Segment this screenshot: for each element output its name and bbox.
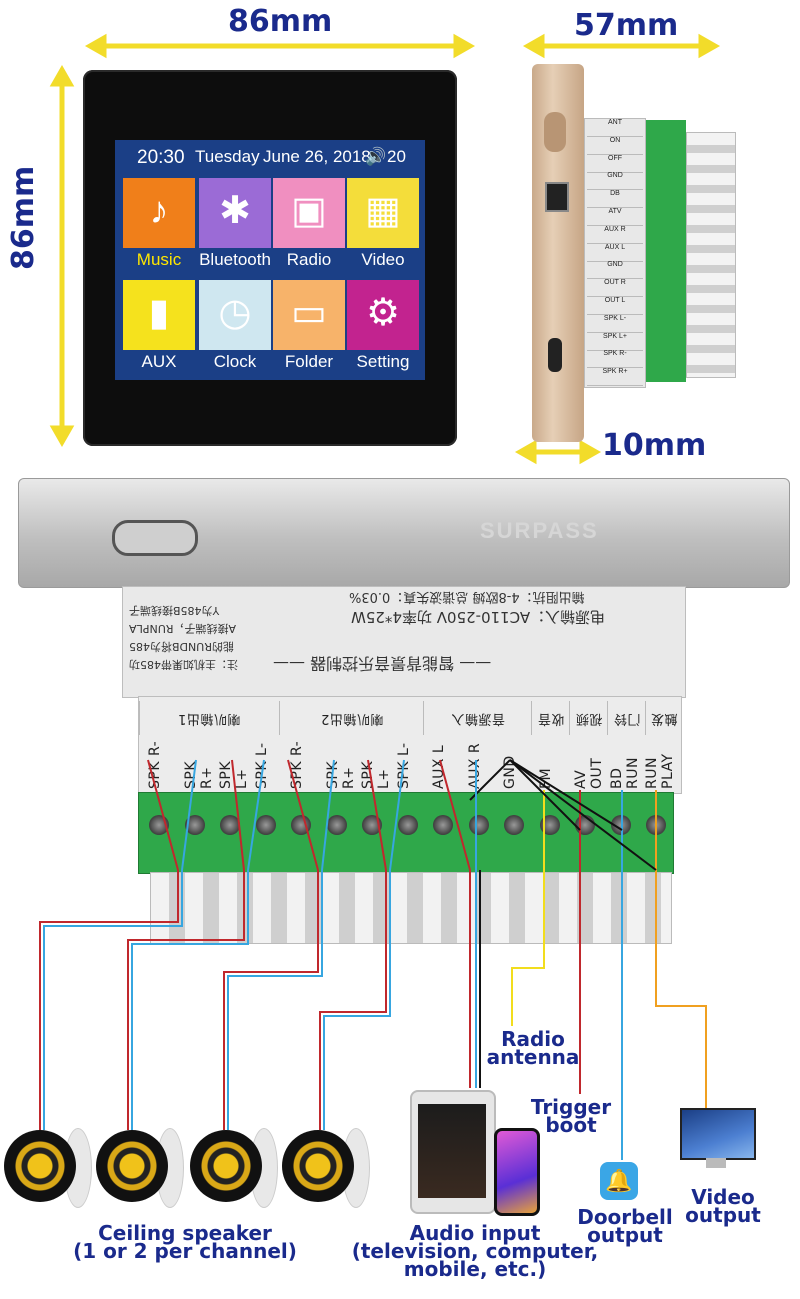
ceiling-speaker-icon <box>4 1130 76 1202</box>
side-terminal-label: SPK R+ <box>587 368 643 387</box>
side-terminal-label: GND <box>587 261 643 280</box>
side-terminal-label: OFF <box>587 155 643 173</box>
side-terminal-label: OUT L <box>587 297 643 315</box>
side-terminal-label: SPK R- <box>587 350 643 369</box>
side-fins <box>686 132 736 378</box>
bluetooth-icon: ✱ <box>219 190 251 232</box>
app-tile-4[interactable]: ▮ <box>123 280 195 350</box>
ceiling-speaker-icon <box>190 1130 262 1202</box>
app-tile-7[interactable]: ⚙ <box>347 280 419 350</box>
clock-icon: ◷ <box>218 292 252 334</box>
phone-icon <box>494 1128 540 1216</box>
ceiling-speaker-icon <box>96 1130 168 1202</box>
film-icon: ▦ <box>365 190 401 232</box>
app-tile-label: AUX <box>141 352 177 371</box>
side-terminal-label: AUX R <box>587 226 643 244</box>
app-tile-label: Video <box>361 250 405 269</box>
terminal-screw <box>184 815 205 835</box>
depth-dimension-label: 57mm <box>574 8 679 43</box>
app-tile-0[interactable]: ♪ <box>123 178 195 248</box>
monitor-stand <box>706 1158 726 1168</box>
terminal-screw <box>504 815 524 835</box>
music-note-icon: ♪ <box>149 190 169 232</box>
width-dimension-label: 86mm <box>228 4 333 39</box>
side-terminal-label: SPK L- <box>587 315 643 333</box>
status-volume: 20 <box>387 147 406 166</box>
side-terminal-strip <box>646 120 686 382</box>
terminal-screw <box>255 815 276 835</box>
side-terminal-label: SPK L+ <box>587 333 643 351</box>
terminal-screw <box>291 815 311 835</box>
spec-panel: 电源输入：AC110-250V 功率4*25W 输出阻抗：4-8欧姆 总谐波失真… <box>122 586 686 698</box>
side-terminal-label: GND <box>587 172 643 191</box>
status-date: June 26, 2018 <box>263 147 371 166</box>
cooling-fins <box>150 872 672 944</box>
doorbell-icon: 🔔 <box>600 1162 638 1200</box>
aux-plug-icon: ▮ <box>148 292 170 334</box>
side-terminal-label: DB <box>587 190 643 209</box>
terminal-screw <box>220 815 240 835</box>
app-tile-label: Setting <box>356 352 410 371</box>
tablet-icon <box>410 1090 496 1214</box>
terminal-screw <box>326 815 347 835</box>
app-tile-1[interactable]: ✱ <box>199 178 271 248</box>
app-tile-label: Folder <box>284 352 334 371</box>
status-time: 20:30 <box>137 147 185 168</box>
app-tile-3[interactable]: ▦ <box>347 178 419 248</box>
audio-input-callout: Audio input(television, computer,mobile,… <box>351 1221 599 1281</box>
app-tile-2[interactable]: ▣ <box>273 178 345 248</box>
app-tile-6[interactable]: ▭ <box>273 280 345 350</box>
app-tile-label: Radio <box>286 250 332 269</box>
status-bar: 20:30 Tuesday June 26, 2018 🔊 20 <box>115 140 425 174</box>
app-tile-label: Clock <box>213 352 257 371</box>
monitor-icon <box>680 1108 756 1160</box>
power-switch <box>112 520 198 556</box>
thickness-dimension-label: 10mm <box>602 428 707 463</box>
speaker-callout: Ceiling speaker(1 or 2 per channel) <box>73 1221 297 1263</box>
terminal-screw <box>610 815 631 835</box>
terminal-screw <box>397 815 418 835</box>
side-terminal-label: ON <box>587 137 643 155</box>
gear-icon: ⚙ <box>365 292 401 334</box>
status-day: Tuesday <box>195 147 260 166</box>
terminal-screw <box>433 815 453 835</box>
side-switch <box>544 112 566 152</box>
app-tile-label: Bluetooth <box>199 250 271 269</box>
touch-screen: 20:30 Tuesday June 26, 2018 🔊 20 ♪ Music ✱… <box>115 140 425 380</box>
side-terminal-label: ANT <box>587 119 643 137</box>
side-terminal-label: AUX L <box>587 244 643 262</box>
app-tile-5[interactable]: ◷ <box>199 280 271 350</box>
sd-slot-icon <box>548 338 562 372</box>
side-terminal-label: OUT R <box>587 279 643 298</box>
terminal-screw <box>468 815 489 835</box>
watermark: SURPASS <box>480 518 599 543</box>
radio-icon: ▣ <box>291 190 327 232</box>
folder-icon: ▭ <box>291 292 327 334</box>
usb-port-icon <box>545 182 569 212</box>
ceiling-speaker-icon <box>282 1130 354 1202</box>
side-terminal-label: ATV <box>587 208 643 226</box>
app-tile-label: Music <box>136 250 182 269</box>
volume-icon: 🔊 <box>365 147 387 166</box>
